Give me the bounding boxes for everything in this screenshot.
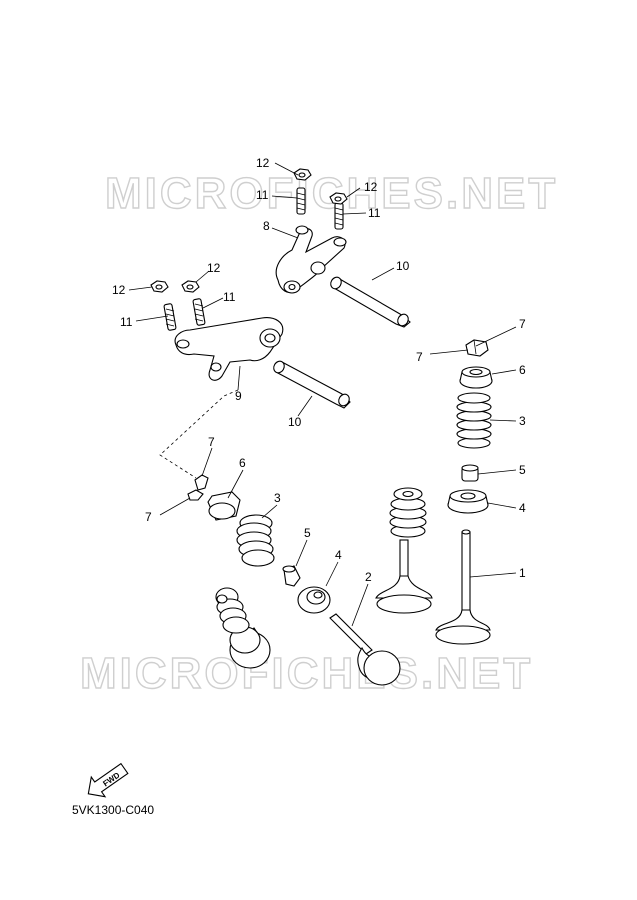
callout-4: 4 (519, 501, 526, 515)
callout-12: 12 (207, 261, 221, 275)
callout-12: 12 (364, 180, 378, 194)
intake-valve-with-spring (375, 487, 433, 614)
callout-11: 11 (120, 315, 133, 329)
spring-retainer-left (207, 491, 241, 521)
callout-5: 5 (304, 526, 311, 540)
callout-6: 6 (519, 363, 526, 377)
locknut-upper-right (329, 192, 348, 205)
exhaust-valve-with-spring-left (215, 587, 271, 669)
callout-7: 7 (145, 510, 152, 524)
fwd-arrow-icon: FWD (87, 762, 129, 798)
callout-12: 12 (112, 283, 126, 297)
rocker-arm-lower (174, 317, 284, 381)
callout-4: 4 (335, 548, 342, 562)
callout-numbers: 12 11 12 11 8 10 12 12 11 11 9 10 7 7 6 … (112, 156, 526, 584)
watermark-top: MICROFICHES.NET (105, 169, 558, 218)
adjuster-screw-lower-left (163, 303, 177, 331)
callout-5: 5 (519, 463, 526, 477)
locknut-lower-right (181, 280, 200, 293)
callout-11: 11 (223, 290, 236, 304)
spring-retainer-right (459, 366, 493, 389)
valve-stem-seal-left (282, 565, 301, 587)
callout-7: 7 (208, 435, 215, 449)
callout-3: 3 (274, 491, 281, 505)
adjuster-screw-upper-left (296, 187, 306, 215)
intake-valve-left (329, 613, 401, 686)
callout-2: 2 (365, 570, 372, 584)
callout-9: 9 (235, 389, 242, 403)
valve-stem-seal-right (461, 464, 479, 482)
adjuster-screw-upper-right (334, 202, 344, 230)
callout-3: 3 (519, 414, 526, 428)
rocker-shaft-upper (330, 276, 411, 328)
callout-7: 7 (416, 350, 423, 364)
callout-10: 10 (288, 415, 302, 429)
callout-7: 7 (519, 317, 526, 331)
watermark-bottom: MICROFICHES.NET (80, 649, 533, 698)
callout-11: 11 (368, 206, 381, 220)
adjuster-screw-lower-right (192, 298, 206, 326)
rocker-arm-upper (275, 225, 347, 294)
valve-cotters-left (187, 474, 209, 501)
locknut-lower-left (150, 280, 169, 293)
valve-cotters-right (465, 339, 489, 357)
valve-spring-left (236, 514, 275, 567)
callout-10: 10 (396, 259, 410, 273)
exhaust-valve-right (435, 529, 491, 645)
callout-1: 1 (519, 566, 526, 580)
callout-6: 6 (239, 456, 246, 470)
callout-12: 12 (256, 156, 270, 170)
valve-spring-right (456, 392, 492, 449)
rocker-shaft-lower (273, 360, 351, 409)
callout-8: 8 (263, 219, 270, 233)
diagram-code: 5VK1300-C040 (72, 803, 155, 817)
leader-lines (128, 162, 517, 627)
locknut-upper-left (293, 168, 312, 181)
callout-11: 11 (256, 188, 269, 202)
spring-seat-left (297, 586, 331, 614)
spring-seat-right (447, 489, 489, 514)
